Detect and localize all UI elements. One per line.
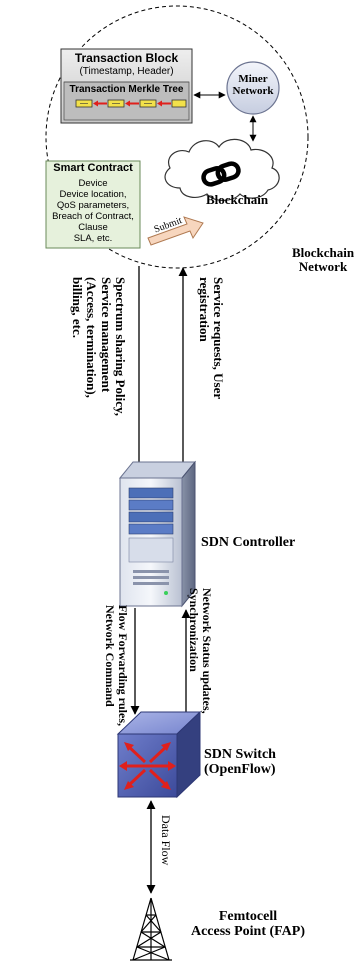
downlink-label: Spectrum sharing Policy, Service managem…	[70, 277, 128, 417]
status-label: Network Status updates, Synchronization	[186, 588, 214, 714]
smart-contract-box	[45, 160, 141, 249]
merkle-tree-chain	[75, 99, 187, 108]
miner-network-label: Miner Network	[232, 73, 274, 97]
blockchain-label: Blockchain	[206, 192, 269, 207]
chain-link-icon	[201, 161, 241, 187]
data-flow-label: Data Flow	[159, 815, 173, 866]
sdn-switch-icon	[116, 710, 202, 799]
blockchain-network-label: Blockchain Network	[291, 245, 355, 275]
miner-network-node	[226, 61, 280, 115]
flow-rules-label: Flow Forwarding rules, Network Command	[102, 605, 130, 726]
transaction-block-title: Transaction Block	[74, 51, 179, 65]
merkle-tree-title: Transaction Merkle Tree	[69, 84, 184, 95]
transaction-block-subtitle: (Timestamp, Header)	[79, 66, 174, 77]
smart-contract-details: Device Device location, QoS parameters, …	[52, 178, 134, 245]
sdn-controller-label: SDN Controller	[201, 535, 296, 550]
sdn-switch-label: SDN Switch (OpenFlow)	[204, 747, 276, 778]
smart-contract-title: Smart Contract	[53, 162, 133, 174]
sdn-controller-server-icon	[118, 460, 197, 608]
femtocell-label: Femtocell Access Point (FAP)	[190, 909, 306, 940]
submit-arrow	[147, 216, 204, 246]
femtocell-tower-icon	[130, 897, 172, 961]
transaction-block	[60, 48, 193, 124]
uplink-label: Service requests, User registration	[196, 277, 226, 400]
blockchain-network-boundary	[45, 5, 309, 269]
